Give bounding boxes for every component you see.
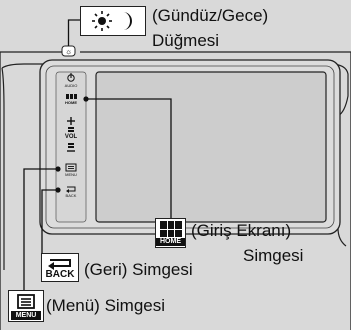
day-night-title: (Gündüz/Gece) [152,6,269,25]
back-title: (Geri) Simgesi [84,260,193,279]
back-arrow-icon [48,259,71,270]
vol-bars-icon [68,127,74,148]
home-grid-large-icon [160,221,182,237]
panel-audio-label: AUDIO [64,83,78,88]
home-subtitle: Simgesi [243,246,304,265]
back-small-icon [66,186,76,193]
menu-key: MENU [8,290,44,322]
svg-text:☼: ☼ [65,47,72,56]
power-icon [67,73,75,82]
moon-icon [123,12,132,30]
sun-icon [92,11,112,31]
back-key: BACK [41,253,79,282]
day-night-subtitle: Düğmesi [152,31,220,50]
menu-title: (Menü) Simgesi [46,296,166,315]
vol-plus-icon [67,117,75,125]
home-title: (Giriş Ekranı) [191,221,292,240]
day-night-key [80,6,146,36]
menu-list-icon [17,294,35,309]
panel-back-label: BACK [65,193,77,198]
panel-home-label: HOME [65,100,77,105]
dashboard-fascia [1,63,349,247]
home-key-label: HOME [156,238,185,246]
back-key-label: BACK [45,269,75,280]
menu-key-label: MENU [11,311,41,320]
panel-vol-label: VOL [64,134,78,140]
home-grid-icon [66,94,77,99]
panel-menu-label: MENU [65,172,77,177]
dashboard-outline [0,51,351,330]
menu-small-icon [65,163,77,172]
screen [95,71,327,223]
home-key: HOME [155,218,186,248]
